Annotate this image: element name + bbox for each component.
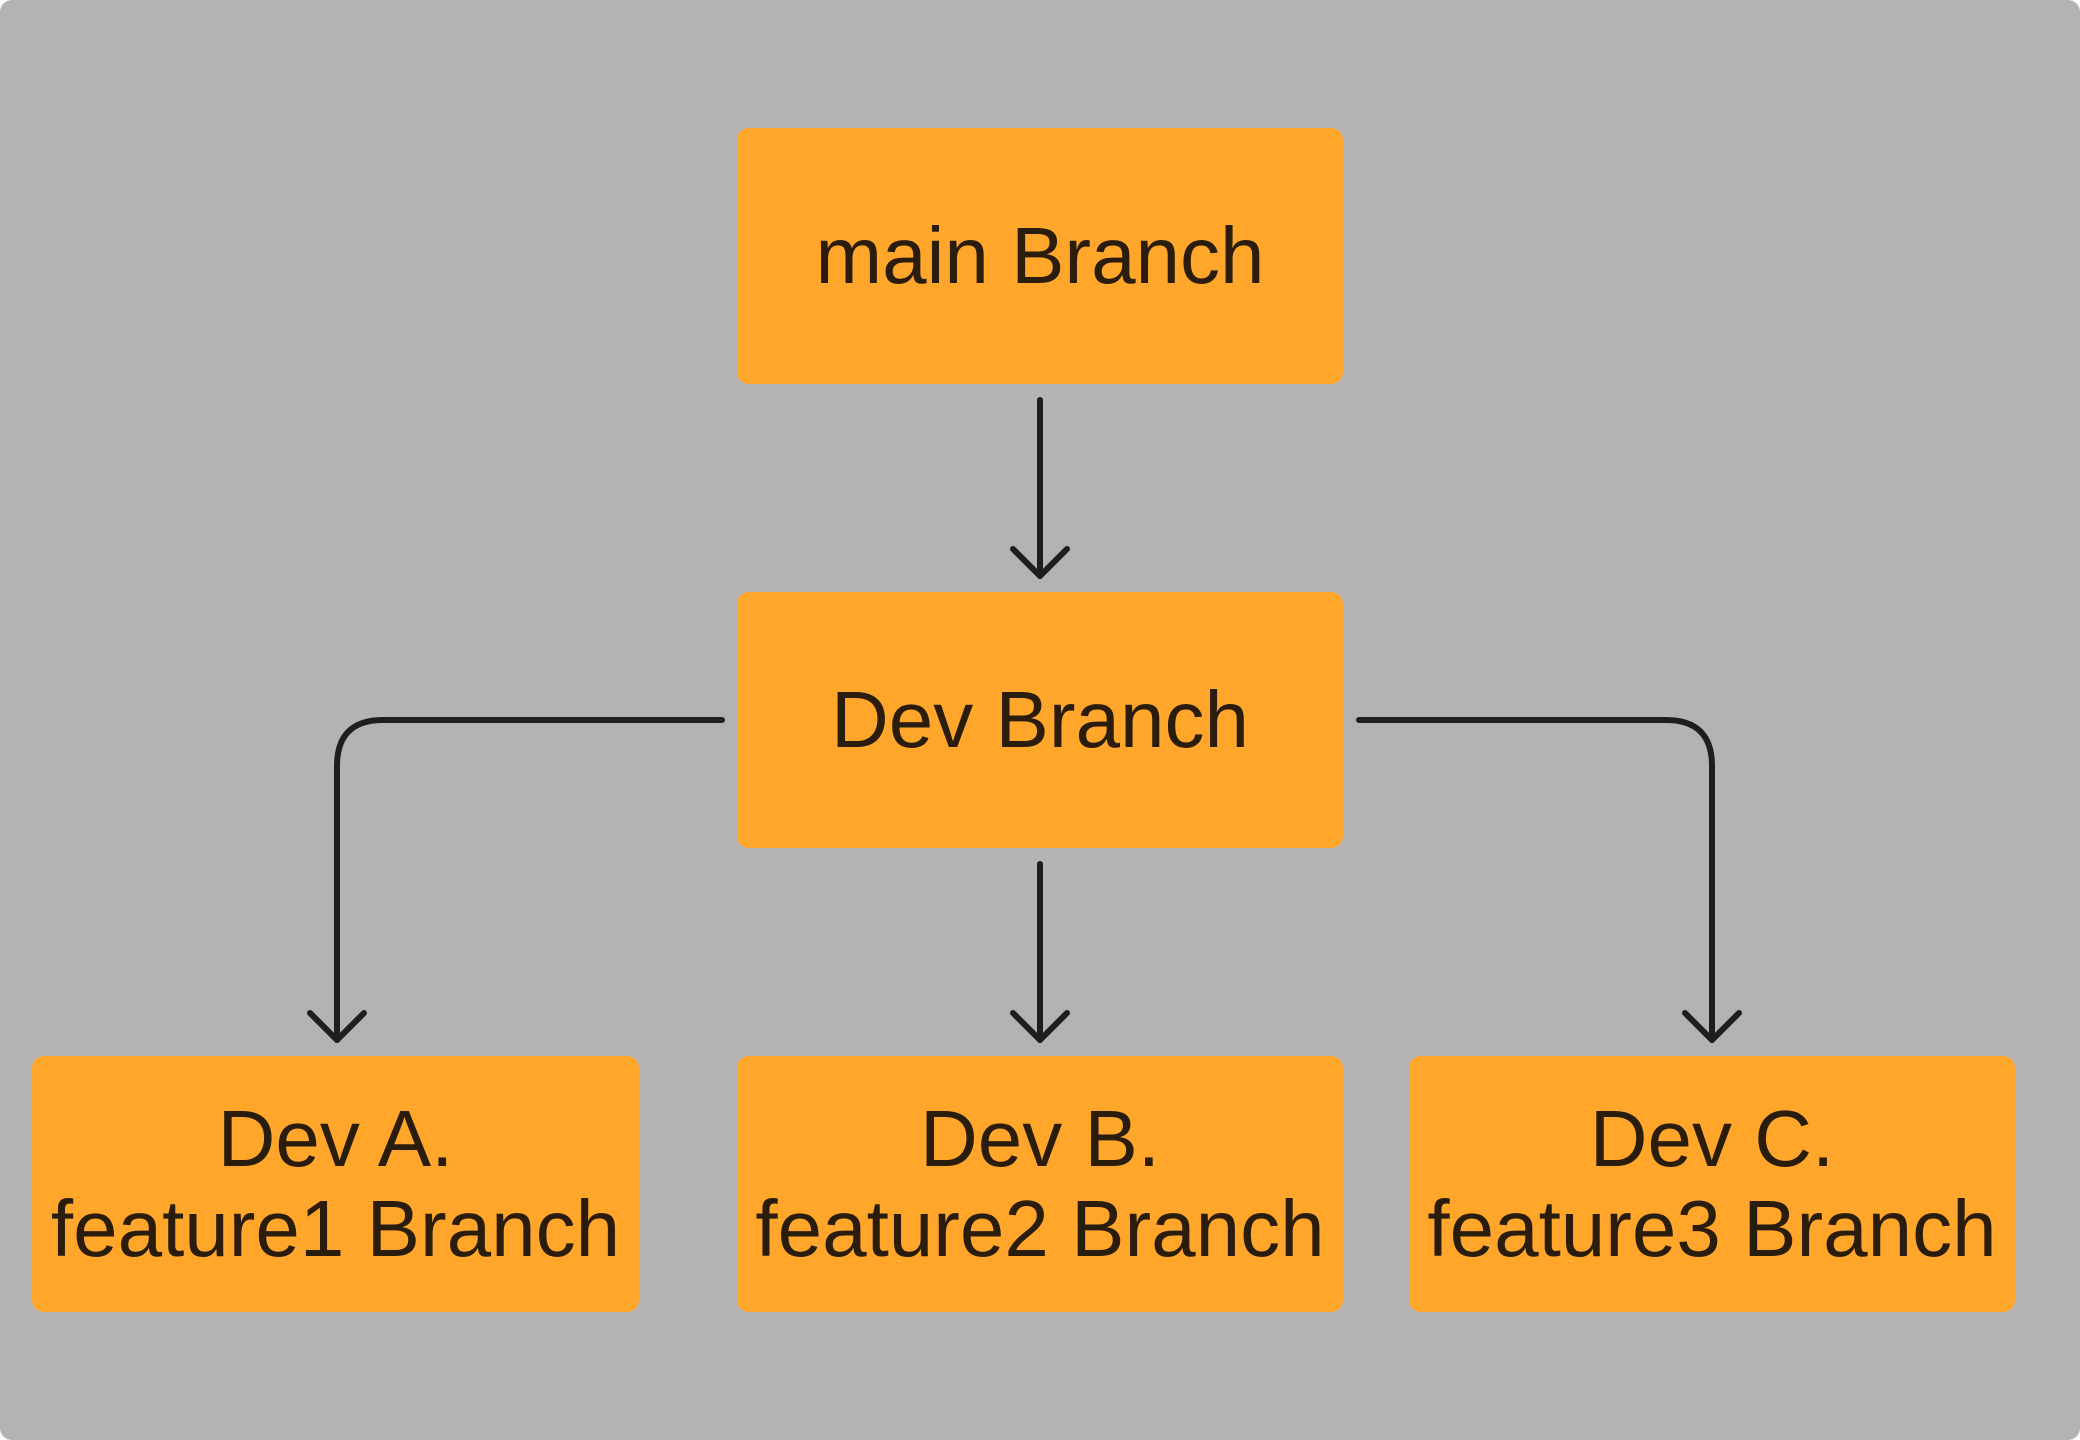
- edge-dev-to-dev-b-arrowhead: [1010, 1010, 1070, 1043]
- node-dev-a-branch: feature1 Branch: [50, 1184, 621, 1273]
- edge-dev-to-dev-a: [334, 717, 725, 1043]
- node-dev-branch: Dev Branch: [737, 592, 1343, 848]
- node-dev-b-title: Dev B.: [919, 1094, 1161, 1184]
- edge-main-to-dev-arrowhead: [1010, 546, 1070, 579]
- node-dev-a-title: Dev A.: [217, 1094, 454, 1184]
- node-dev-b-branch: feature2 Branch: [755, 1184, 1325, 1273]
- node-dev-label: Dev Branch: [831, 675, 1249, 765]
- node-dev-c: Dev C. feature3 Branch: [1409, 1056, 2015, 1312]
- node-dev-c-title: Dev C.: [1589, 1094, 1835, 1184]
- edge-dev-to-dev-c-arrowhead: [1682, 1010, 1742, 1043]
- node-dev-b: Dev B. feature2 Branch: [737, 1056, 1343, 1312]
- node-main-branch: main Branch: [737, 128, 1343, 384]
- node-dev-c-branch: feature3 Branch: [1427, 1184, 1997, 1273]
- node-main-label: main Branch: [815, 211, 1265, 301]
- edge-dev-to-dev-c: [1356, 717, 1715, 1043]
- node-dev-a: Dev A. feature1 Branch: [32, 1056, 639, 1312]
- edge-dev-to-dev-a-arrowhead: [307, 1010, 367, 1043]
